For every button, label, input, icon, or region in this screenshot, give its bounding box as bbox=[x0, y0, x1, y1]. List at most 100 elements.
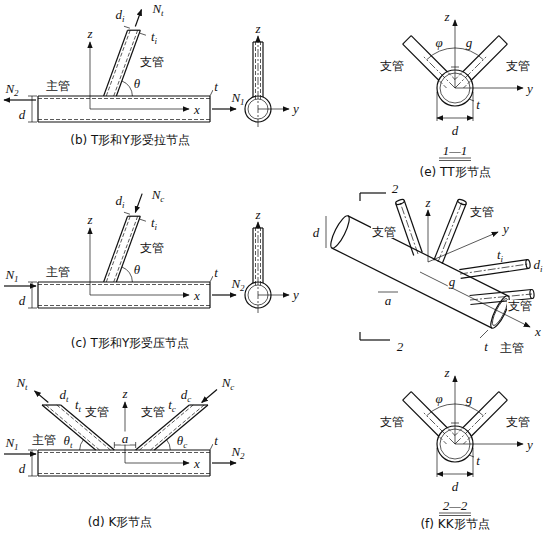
symbol-label: N1 bbox=[230, 91, 245, 104]
branch-end bbox=[128, 216, 141, 217]
branch-axis bbox=[455, 413, 486, 444]
dimension-tick bbox=[28, 96, 37, 97]
symbol-label: y bbox=[292, 102, 300, 115]
symbol-label: t bbox=[475, 454, 481, 467]
section-mark bbox=[360, 339, 390, 340]
branch-wall bbox=[116, 30, 140, 96]
symbol-label: g bbox=[465, 36, 474, 49]
symbol-label: d bbox=[451, 480, 460, 493]
branch-axis bbox=[438, 202, 462, 262]
symbol-subscript: i bbox=[155, 36, 158, 46]
hidden-branch-wall bbox=[463, 436, 471, 444]
chord-force-arrow bbox=[4, 99, 36, 100]
section-mark bbox=[359, 332, 360, 340]
symbol-subscript: 1 bbox=[240, 97, 245, 107]
extension-line bbox=[473, 448, 474, 477]
symbol-main: N bbox=[16, 375, 25, 390]
branch-end bbox=[499, 392, 507, 400]
hidden-branch-wall bbox=[455, 428, 463, 436]
symbol-label: φ bbox=[434, 392, 443, 405]
x-axis bbox=[125, 463, 189, 464]
branch-axis bbox=[400, 202, 418, 254]
symbol-label: z bbox=[86, 27, 93, 40]
symbol-label: a bbox=[121, 432, 130, 445]
branch-wall bbox=[104, 216, 128, 282]
symbol-label: z bbox=[86, 213, 93, 226]
symbol-subscript: 2 bbox=[240, 283, 245, 293]
dimension-leader bbox=[140, 33, 146, 35]
symbol-main: θ bbox=[64, 433, 70, 448]
symbol-main: t bbox=[151, 29, 155, 44]
chord-inner-wall bbox=[38, 473, 210, 474]
symbol-label: N2 bbox=[4, 82, 19, 95]
chord-force-arrow bbox=[4, 285, 36, 286]
dimension-line bbox=[455, 474, 473, 475]
symbol-label: y bbox=[526, 438, 534, 451]
symbol-label: 2 bbox=[396, 340, 405, 353]
chord-inner-wall bbox=[38, 284, 210, 285]
symbol-subscript: c bbox=[160, 194, 164, 204]
chord-wall bbox=[38, 281, 210, 282]
hidden-branch-wall bbox=[439, 80, 447, 88]
symbol-main: t bbox=[151, 215, 155, 230]
chord-force-arrow bbox=[212, 108, 236, 109]
part-name: 支管 bbox=[139, 242, 165, 254]
dimension-line bbox=[437, 118, 455, 119]
z-axis bbox=[428, 210, 429, 262]
angle-arc bbox=[167, 440, 171, 450]
chord-wall bbox=[332, 248, 492, 328]
part-name: 支管 bbox=[139, 56, 165, 68]
branch-wall bbox=[403, 44, 439, 80]
symbol-label: N1 bbox=[4, 436, 19, 449]
angle-arc bbox=[80, 440, 84, 450]
section-underline bbox=[439, 513, 471, 514]
symbol-subscript: c bbox=[172, 404, 176, 414]
section-underline bbox=[439, 160, 471, 161]
branch-wall bbox=[411, 36, 447, 72]
symbol-subscript: t bbox=[79, 404, 82, 414]
thickness-leader bbox=[480, 330, 488, 338]
symbol-label: d bbox=[18, 462, 27, 475]
branch-end bbox=[403, 36, 411, 44]
symbol-label: z bbox=[424, 196, 431, 209]
branch-wall bbox=[116, 216, 140, 282]
symbol-label: Nc bbox=[151, 188, 166, 201]
compression-arrow bbox=[202, 390, 217, 403]
branch-wall bbox=[404, 201, 422, 253]
symbol-main: t bbox=[75, 397, 79, 412]
dimension-leader bbox=[140, 219, 146, 221]
symbol-label: d bbox=[18, 108, 27, 121]
symbol-subscript: c bbox=[230, 382, 234, 392]
chord-inner-wall bbox=[38, 305, 210, 306]
branch-wall bbox=[252, 228, 253, 283]
chord-end bbox=[209, 96, 210, 122]
chord-force-arrow bbox=[4, 453, 36, 454]
illustration-group bbox=[4, 10, 534, 516]
symbol-main: N bbox=[231, 90, 240, 105]
symbol-label: d bbox=[312, 226, 321, 239]
symbol-label: t bbox=[475, 98, 481, 111]
hidden-branch-wall bbox=[439, 436, 447, 444]
symbol-main: t bbox=[497, 247, 501, 262]
chord-wall bbox=[38, 449, 210, 450]
symbol-label: tc bbox=[167, 398, 177, 411]
figure-caption: (c) T形和Y形受压节点 bbox=[70, 337, 190, 349]
x-axis bbox=[90, 295, 189, 296]
part-name: 支管 bbox=[507, 300, 533, 312]
symbol-label: φ bbox=[434, 36, 443, 49]
branch-wall bbox=[434, 200, 458, 260]
symbol-label: dc bbox=[180, 388, 193, 401]
branch-axis bbox=[455, 57, 486, 88]
symbol-main: N bbox=[5, 435, 14, 450]
symbol-subscript: c bbox=[187, 394, 191, 404]
part-name: 主管 bbox=[31, 434, 57, 446]
symbol-label: z bbox=[254, 208, 261, 221]
y-axis bbox=[428, 232, 498, 262]
symbol-label: t bbox=[483, 340, 489, 353]
dimension-line bbox=[437, 474, 455, 475]
part-name: 支管 bbox=[505, 60, 531, 72]
branch-axis bbox=[460, 264, 528, 274]
branch-inner-wall bbox=[106, 216, 130, 282]
part-name: 支管 bbox=[379, 416, 405, 428]
